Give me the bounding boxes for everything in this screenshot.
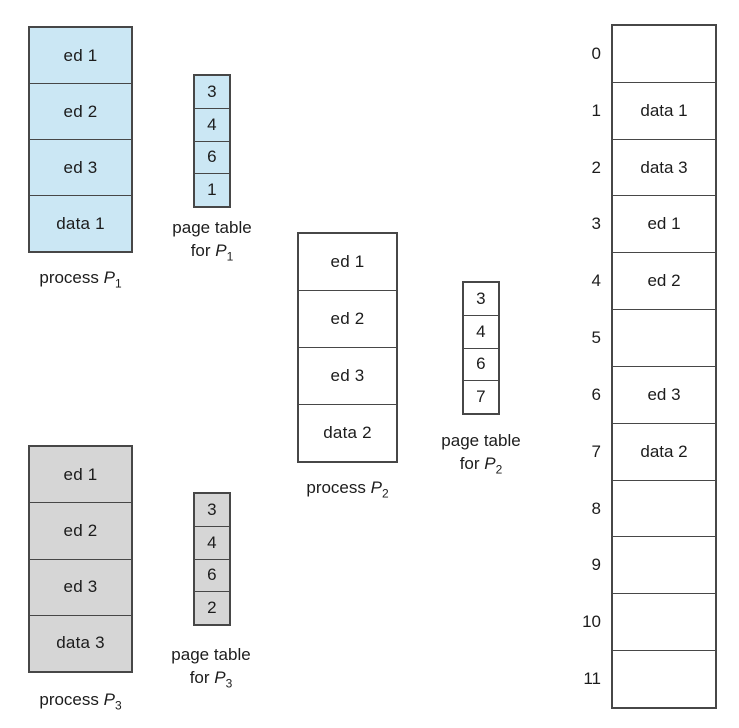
p3-segment-data3: data 3	[30, 614, 131, 671]
frame-number-8: 8	[591, 498, 601, 518]
p3-segment-ed1: ed 1	[63, 464, 98, 484]
p2-segment-ed2: ed 2	[299, 290, 396, 347]
page-table-p2-box: 3 4 6 7	[462, 281, 500, 415]
process-p2-label: process P2	[306, 478, 389, 501]
memory-frame-2: 2 data 3	[592, 138, 715, 196]
p1-segment-ed2: ed 2	[30, 83, 131, 139]
memory-frame-11: 11	[583, 650, 715, 707]
page-table-p2-label: page table for P2	[441, 431, 521, 477]
memory-frame-8: 8	[592, 479, 715, 537]
pt3-entry-3: 2	[195, 591, 229, 624]
pt2-entry-3: 7	[464, 380, 498, 413]
process-p1-box: ed 1 ed 2 ed 3 data 1	[28, 26, 133, 253]
p2-segment-ed1: ed 1	[330, 252, 365, 271]
p2-segment-data2: data 2	[299, 404, 396, 461]
pt1-entry-3: 1	[195, 173, 229, 206]
pt2-entry-1: 4	[464, 314, 498, 348]
process-p3-label: process P3	[39, 690, 122, 713]
frame-number-4: 4	[591, 271, 601, 291]
pt3-entry-1: 4	[195, 525, 229, 559]
frame-content-6: ed 3	[647, 384, 681, 404]
memory-frame-3: 3 ed 1	[592, 195, 715, 252]
memory-frame-1: 1 data 1	[592, 81, 715, 139]
p2-segment-ed3: ed 3	[299, 347, 396, 404]
process-p3-box: ed 1 ed 2 ed 3 data 3	[28, 445, 133, 673]
memory-frame-10: 10	[582, 593, 715, 650]
memory-frame-4: 4 ed 2	[592, 252, 715, 309]
pt2-entry-2: 6	[464, 347, 498, 381]
process-p1-label: process P1	[39, 268, 122, 291]
pt1-entry-0: 3	[207, 81, 217, 101]
p1-segment-data1: data 1	[30, 195, 131, 251]
memory-frame-0: 0	[592, 26, 715, 82]
page-table-p3-label: page table for P3	[171, 645, 251, 691]
page-table-p1-label: page table for P1	[172, 218, 252, 264]
frame-content-4: ed 2	[647, 271, 681, 291]
memory-frame-5: 5	[592, 309, 715, 366]
frame-number-5: 5	[591, 328, 601, 348]
pt3-entry-0: 3	[207, 499, 217, 519]
frame-content-1: data 1	[640, 100, 688, 120]
frame-content-7: data 2	[640, 441, 688, 461]
process-p2-box: ed 1 ed 2 ed 3 data 2	[297, 232, 398, 463]
pt1-entry-1: 4	[195, 107, 229, 141]
frame-number-7: 7	[591, 441, 601, 461]
frame-number-10: 10	[582, 612, 601, 632]
memory-frame-7: 7 data 2	[592, 422, 715, 480]
memory-frame-6: 6 ed 3	[592, 365, 715, 423]
pt1-entry-2: 6	[195, 140, 229, 174]
frame-number-11: 11	[583, 669, 601, 689]
page-table-p3-box: 3 4 6 2	[193, 492, 231, 626]
pt3-entry-2: 6	[195, 558, 229, 592]
p1-segment-ed3: ed 3	[30, 139, 131, 195]
memory-frame-9: 9	[592, 536, 715, 593]
p3-segment-ed2: ed 2	[30, 502, 131, 558]
frame-number-6: 6	[591, 384, 601, 404]
physical-memory-box: 0 1 data 1 2 data 3 3 ed 1 4 ed 2 5 6 ed…	[582, 24, 717, 709]
frame-content-2: data 3	[640, 157, 688, 177]
frame-number-9: 9	[591, 555, 601, 575]
page-table-p1-box: 3 4 6 1	[193, 74, 231, 208]
pt2-entry-0: 3	[476, 288, 486, 308]
p3-segment-ed3: ed 3	[30, 558, 131, 615]
frame-number-3: 3	[591, 214, 601, 234]
p1-segment-ed1: ed 1	[63, 45, 98, 65]
frame-number-1: 1	[591, 100, 601, 120]
frame-number-0: 0	[591, 43, 601, 63]
frame-number-2: 2	[591, 157, 601, 177]
frame-content-3: ed 1	[647, 214, 681, 234]
